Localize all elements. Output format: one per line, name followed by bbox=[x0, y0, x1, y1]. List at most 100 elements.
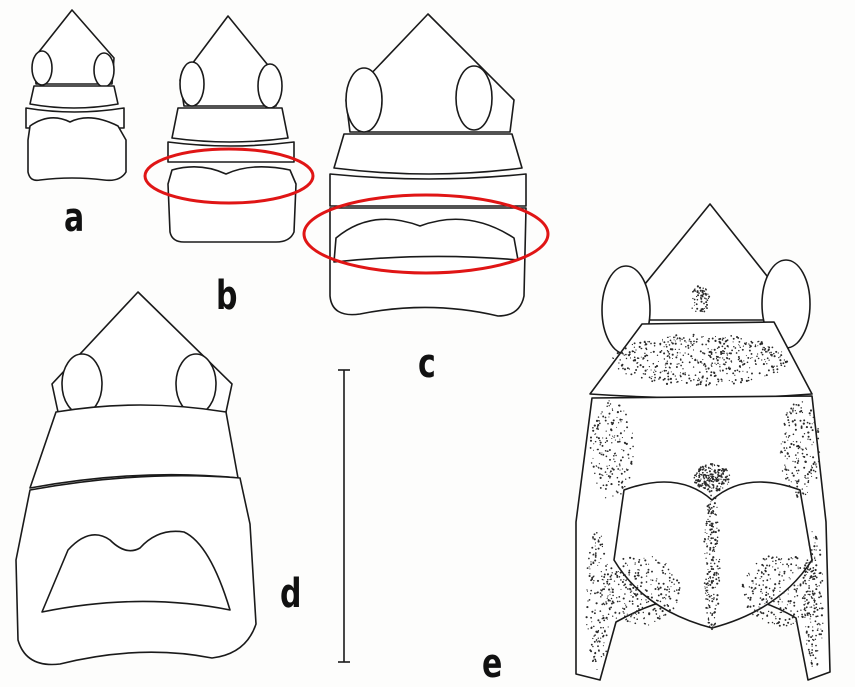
stipple-dot bbox=[604, 630, 605, 631]
stipple-dot bbox=[810, 469, 812, 471]
stipple-dot bbox=[810, 426, 812, 428]
stipple-dot bbox=[667, 376, 669, 378]
stipple-dot bbox=[608, 481, 609, 482]
stipple-dot bbox=[709, 521, 711, 523]
stipple-dot bbox=[766, 601, 768, 603]
stipple-dot bbox=[594, 425, 596, 427]
stipple-dot bbox=[627, 469, 629, 471]
stipple-dot bbox=[736, 336, 738, 338]
stipple-dot bbox=[767, 349, 769, 351]
stipple-dot bbox=[788, 565, 789, 566]
stipple-dot bbox=[614, 435, 615, 436]
stipple-dot bbox=[808, 634, 810, 636]
stipple-dot bbox=[655, 559, 657, 561]
stipple-dot bbox=[611, 473, 613, 475]
stipple-dot bbox=[715, 336, 716, 337]
stipple-dot bbox=[670, 340, 672, 342]
stipple-dot bbox=[750, 345, 752, 347]
stipple-dot bbox=[762, 354, 764, 356]
stipple-dot bbox=[702, 375, 704, 377]
stipple-dot bbox=[805, 494, 807, 496]
stipple-dot bbox=[694, 288, 695, 289]
stipple-dot bbox=[807, 432, 809, 434]
stipple-dot bbox=[659, 351, 661, 353]
stipple-dot bbox=[762, 584, 763, 585]
stipple-dot bbox=[718, 346, 720, 348]
stipple-dot bbox=[726, 373, 727, 374]
stipple-dot bbox=[613, 458, 614, 459]
stipple-dot bbox=[811, 606, 812, 607]
stipple-dot bbox=[784, 424, 786, 426]
stipple-dot bbox=[813, 599, 815, 601]
stipple-dot bbox=[589, 649, 591, 651]
stipple-dot bbox=[599, 463, 600, 464]
stipple-dot bbox=[702, 287, 703, 288]
stipple-dot bbox=[654, 342, 656, 344]
stipple-dot bbox=[714, 563, 716, 565]
stipple-dot bbox=[740, 347, 741, 348]
stipple-dot bbox=[711, 523, 713, 525]
stipple-dot bbox=[650, 579, 651, 580]
stipple-dot bbox=[606, 406, 608, 408]
stipple-dot bbox=[708, 571, 710, 573]
stipple-dot bbox=[811, 476, 812, 477]
stipple-dot bbox=[809, 439, 810, 440]
stipple-dot bbox=[601, 413, 602, 414]
stipple-dot bbox=[812, 646, 813, 647]
stipple-dot bbox=[639, 342, 641, 344]
stipple-dot bbox=[617, 435, 619, 437]
stipple-dot bbox=[629, 351, 631, 353]
stipple-dot bbox=[794, 466, 796, 468]
stipple-dot bbox=[608, 475, 610, 477]
stipple-dot bbox=[640, 364, 642, 366]
stipple-dot bbox=[815, 464, 816, 465]
stipple-dot bbox=[720, 378, 722, 380]
stipple-dot bbox=[608, 626, 609, 627]
stipple-dot bbox=[654, 345, 656, 347]
stipple-dot bbox=[617, 468, 619, 470]
stipple-dot bbox=[706, 546, 708, 548]
stipple-dot bbox=[694, 305, 695, 306]
stipple-dot bbox=[711, 481, 712, 482]
stipple-dot bbox=[634, 357, 636, 359]
stipple-dot bbox=[622, 350, 623, 351]
stipple-dot bbox=[712, 484, 714, 486]
stipple-dot bbox=[811, 549, 813, 551]
stipple-dot bbox=[795, 556, 797, 558]
stipple-dot bbox=[616, 617, 617, 618]
specimen-b-left-eye bbox=[180, 62, 204, 106]
stipple-dot bbox=[682, 373, 684, 375]
stipple-dot bbox=[809, 651, 811, 653]
stipple-dot bbox=[632, 596, 634, 598]
stipple-dot bbox=[710, 374, 712, 376]
stipple-dot bbox=[667, 378, 669, 380]
stipple-dot bbox=[750, 597, 752, 599]
stipple-dot bbox=[632, 344, 633, 345]
stipple-dot bbox=[599, 621, 601, 623]
figure-label-d: d bbox=[280, 574, 301, 614]
stipple-dot bbox=[598, 649, 600, 651]
stipple-dot bbox=[588, 628, 589, 629]
stipple-dot bbox=[752, 580, 754, 582]
stipple-dot bbox=[663, 566, 665, 568]
stipple-dot bbox=[715, 623, 717, 625]
stipple-dot bbox=[621, 364, 623, 366]
stipple-dot bbox=[700, 298, 702, 300]
stipple-dot bbox=[790, 603, 791, 604]
stipple-dot bbox=[780, 452, 781, 453]
stipple-dot bbox=[818, 596, 820, 598]
stipple-dot bbox=[654, 621, 655, 622]
stipple-dot bbox=[600, 468, 602, 470]
stipple-dot bbox=[634, 342, 636, 344]
stipple-dot bbox=[701, 343, 703, 345]
stipple-dot bbox=[702, 483, 704, 485]
stipple-dot bbox=[713, 486, 715, 488]
stipple-dot bbox=[602, 590, 603, 591]
stipple-dot bbox=[672, 373, 674, 375]
stipple-dot bbox=[679, 349, 680, 350]
stipple-dot bbox=[693, 379, 695, 381]
stipple-dot bbox=[728, 366, 729, 367]
stipple-dot bbox=[799, 567, 801, 569]
stipple-dot bbox=[795, 620, 797, 622]
stipple-dot bbox=[680, 365, 682, 367]
